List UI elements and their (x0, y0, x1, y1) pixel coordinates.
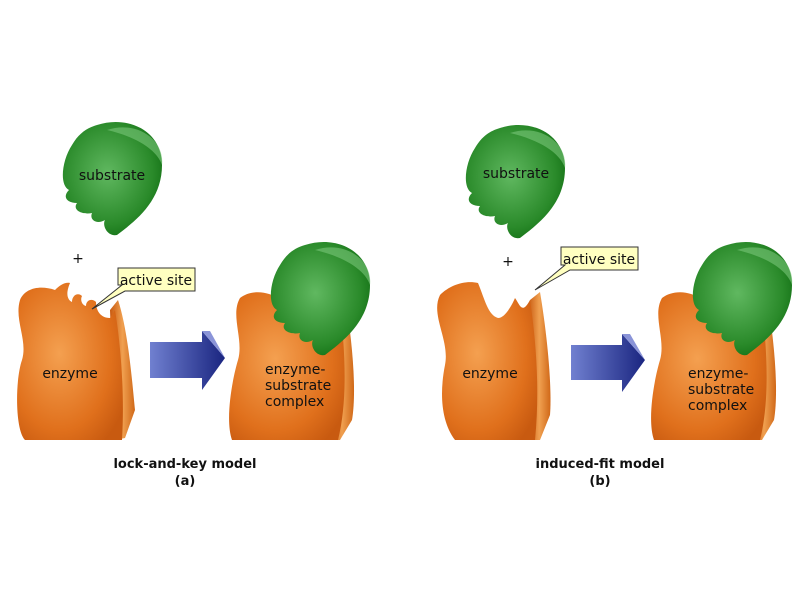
reaction-arrow (150, 331, 225, 390)
complex-label-line1: enzyme- (265, 362, 325, 378)
complex-label-line2: substrate (688, 382, 754, 398)
complex-label-line3: complex (265, 394, 324, 410)
active-site-label: active site (563, 252, 635, 268)
plus-sign: + (72, 251, 84, 267)
substrate-label: substrate (483, 166, 549, 182)
enzyme-label: enzyme (42, 366, 97, 382)
complex-label-line3: complex (688, 398, 747, 414)
enzyme-shape (437, 282, 551, 440)
active-site-callout: active site (534, 246, 639, 291)
complex-shape (651, 241, 793, 440)
caption-letter-b: (b) (589, 474, 610, 489)
enzyme-label: enzyme (462, 366, 517, 382)
active-site-label: active site (120, 273, 192, 289)
caption-letter-a: (a) (175, 474, 196, 489)
panel-b: substrate + enzyme active site enzyme- s… (437, 124, 793, 489)
complex-label-line2: substrate (265, 378, 331, 394)
active-site-callout: active site (91, 267, 196, 310)
enzyme-shape (17, 282, 135, 440)
caption-induced-fit: induced-fit model (536, 457, 665, 472)
complex-shape (229, 241, 371, 440)
reaction-arrow (571, 334, 645, 392)
caption-lock-and-key: lock-and-key model (113, 457, 256, 472)
substrate-label: substrate (79, 168, 145, 184)
plus-sign: + (502, 254, 514, 270)
panel-a: substrate + enzyme active site enzyme- s… (17, 121, 371, 489)
complex-label-line1: enzyme- (688, 366, 748, 382)
